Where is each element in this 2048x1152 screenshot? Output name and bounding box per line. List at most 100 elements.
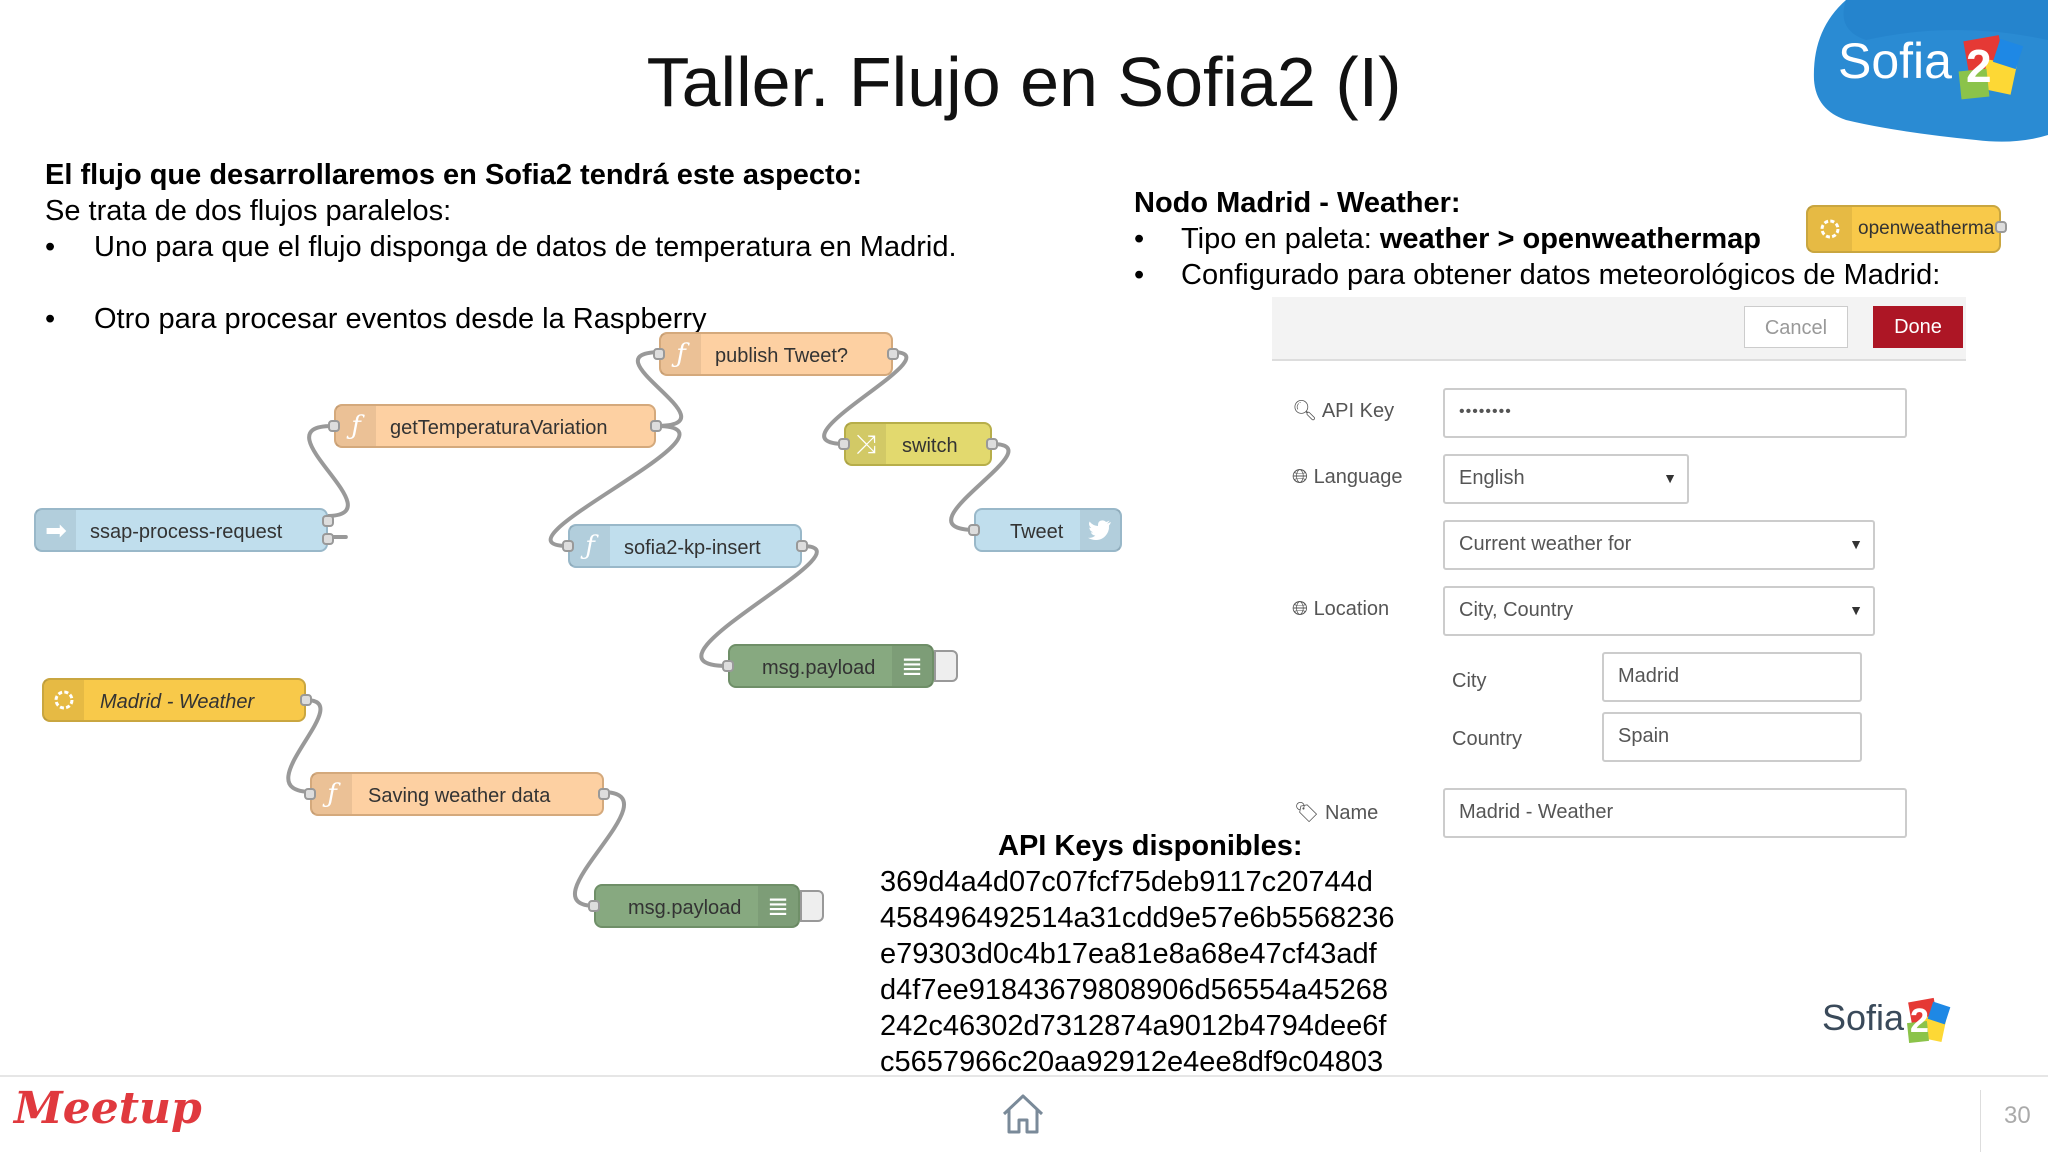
flow-node-switch[interactable]: ⤨ switch — [838, 422, 998, 466]
twitter-icon — [1080, 510, 1120, 550]
svg-text:2: 2 — [1966, 40, 1992, 92]
switch-icon: ⤨ — [846, 424, 886, 464]
wire — [822, 350, 909, 446]
intro-bullet: • Otro para procesar eventos desde la Ra… — [45, 301, 994, 337]
api-key-item: e79303d0c4b17ea81e8a68e47cf43adf — [880, 938, 1377, 970]
input-port[interactable] — [968, 524, 980, 536]
location-select[interactable]: City, Country ▼ — [1443, 586, 1875, 636]
mode-select[interactable]: Current weather for ▼ — [1443, 520, 1875, 570]
sun-icon — [1808, 207, 1852, 251]
input-port[interactable] — [562, 540, 574, 552]
flow-node-get-temperatura-variation[interactable]: ƒ getTemperaturaVariation — [328, 404, 662, 448]
output-port[interactable] — [322, 515, 334, 527]
flow-node-ssap-process-request[interactable]: ➡ ssap-process-request — [34, 508, 334, 552]
bullet-symbol: • — [45, 231, 56, 263]
flow-node-label: publish Tweet? — [715, 345, 849, 367]
globe-icon: 🌐︎ — [1292, 466, 1308, 488]
input-port[interactable] — [653, 348, 665, 360]
flow-node-label: sofia2-kp-insert — [624, 537, 761, 559]
flow-node-publish-tweet[interactable]: ƒ publish Tweet? — [653, 332, 899, 376]
api-key-input[interactable]: •••••••• — [1443, 388, 1907, 438]
city-input[interactable]: Madrid — [1602, 652, 1862, 702]
language-label-text: Language — [1313, 466, 1403, 488]
api-key-label: 🔍︎ API Key — [1292, 398, 1394, 423]
output-port[interactable] — [986, 438, 998, 450]
footer-separator — [1980, 1090, 1981, 1152]
done-button[interactable]: Done — [1873, 306, 1963, 348]
api-key-item: c5657966c20aa92912e4ee8df9c04803 — [880, 1046, 1384, 1078]
intro-bullet-text: Otro para procesar eventos desde la Rasp… — [94, 303, 707, 335]
output-port[interactable] — [650, 420, 662, 432]
wire — [307, 424, 350, 518]
sofia2-logo: Sofia 2 — [1806, 0, 2048, 145]
flow-node-madrid-weather[interactable]: Madrid - Weather — [42, 678, 312, 722]
wire — [286, 698, 323, 794]
wire — [699, 544, 819, 668]
api-key-item: d4f7ee91843679808906d56554a45268 — [880, 974, 1389, 1006]
mode-select-value: Current weather for — [1459, 533, 1632, 555]
flow-node-msg-payload[interactable]: msg.payload ≣ — [722, 644, 934, 688]
svg-text:Sofia: Sofia — [1822, 997, 1905, 1038]
api-keys-heading: API Keys disponibles: — [998, 830, 1303, 862]
tag-icon: 🏷︎ — [1294, 802, 1320, 824]
debug-toggle-button[interactable] — [800, 890, 824, 922]
key-icon: 🔍︎ — [1292, 400, 1318, 422]
input-port[interactable] — [328, 420, 340, 432]
api-key-item: 458496492514a31cdd9e57e6b5568236 — [880, 902, 1395, 934]
location-label-text: Location — [1313, 598, 1390, 620]
flow-node-label: msg.payload — [762, 657, 876, 679]
palette-node-label: openweatherma — [1858, 218, 1995, 239]
globe-icon: 🌐︎ — [1292, 598, 1308, 620]
flow-node-label: Saving weather data — [368, 785, 551, 807]
home-icon[interactable] — [1000, 1092, 1046, 1136]
city-label: City — [1452, 670, 1487, 692]
intro-heading: El flujo que desarrollaremos en Sofia2 t… — [45, 159, 863, 191]
input-port[interactable] — [838, 438, 850, 450]
wire — [548, 424, 682, 548]
flow-node-tweet[interactable]: Tweet — [968, 508, 1122, 552]
name-input[interactable]: Madrid - Weather — [1443, 788, 1907, 838]
flow-node-saving-weather-data[interactable]: ƒ Saving weather data — [304, 772, 610, 816]
input-port[interactable] — [722, 660, 734, 672]
output-port[interactable] — [796, 540, 808, 552]
config-panel-toolbar — [1272, 297, 1966, 361]
debug-list-icon: ≣ — [892, 646, 932, 686]
language-select-value: English — [1459, 467, 1525, 489]
output-port[interactable] — [1995, 221, 2007, 233]
debug-list-icon: ≣ — [758, 886, 798, 926]
country-input[interactable]: Spain — [1602, 712, 1862, 762]
slide-title: Taller. Flujo en Sofia2 (I) — [646, 43, 1402, 121]
flow-node-label: getTemperaturaVariation — [390, 417, 608, 439]
output-port[interactable] — [598, 788, 610, 800]
output-port[interactable] — [300, 694, 312, 706]
api-key-item: 242c46302d7312874a9012b4794dee6f — [880, 1010, 1387, 1042]
node-bullet-bold: weather > openweathermap — [1379, 223, 1761, 255]
node-bullet-text: Configurado para obtener datos meteoroló… — [1181, 259, 1941, 291]
flow-node-label: Madrid - Weather — [100, 691, 255, 713]
input-port[interactable] — [588, 900, 600, 912]
sofia2-logo-small: Sofia 2 — [1820, 990, 1970, 1050]
cancel-button[interactable]: Cancel — [1744, 306, 1848, 348]
caret-down-icon: ▼ — [1849, 602, 1863, 618]
caret-down-icon: ▼ — [1663, 470, 1677, 486]
output-port[interactable] — [887, 348, 899, 360]
language-select[interactable]: English ▼ — [1443, 454, 1689, 504]
flow-node-msg-payload[interactable]: msg.payload ≣ — [588, 884, 800, 928]
arrow-in-icon: ➡ — [36, 510, 76, 550]
flow-node-label: Tweet — [1010, 521, 1064, 543]
flow-node-sofia2-kp-insert[interactable]: ƒ sofia2-kp-insert — [562, 524, 808, 568]
location-label: 🌐︎ Location — [1292, 598, 1389, 621]
language-label: 🌐︎ Language — [1292, 466, 1403, 489]
function-icon: ƒ — [312, 774, 352, 814]
input-port[interactable] — [304, 788, 316, 800]
debug-toggle-button[interactable] — [934, 650, 958, 682]
palette-node-openweathermap[interactable]: openweatherma — [1806, 205, 2007, 253]
svg-text:2: 2 — [1910, 1002, 1929, 1040]
node-bullet-prefix: Tipo en paleta: — [1181, 223, 1380, 255]
name-label-text: Name — [1324, 802, 1379, 824]
country-label: Country — [1452, 728, 1523, 750]
api-key-item: 369d4a4d07c07fcf75deb9117c20744d — [880, 866, 1373, 898]
flow-node-label: ssap-process-request — [90, 521, 283, 543]
output-port[interactable] — [322, 533, 334, 545]
